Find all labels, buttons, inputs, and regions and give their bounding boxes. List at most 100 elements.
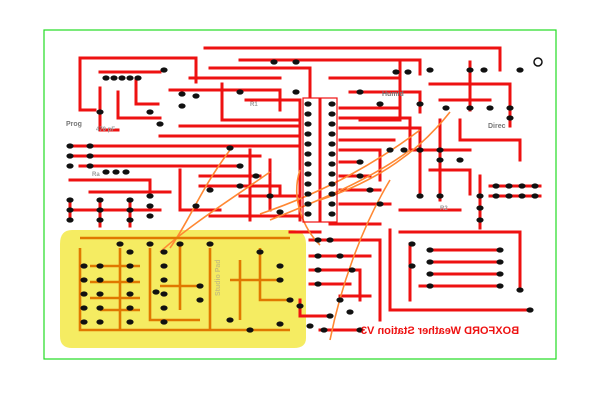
label-humid: Humid [382, 91, 404, 98]
board-title: BOXFORD Weather Station V3 [361, 325, 519, 337]
pad [160, 249, 168, 255]
pad [126, 305, 134, 311]
ic-footprint [302, 97, 338, 223]
pad [96, 109, 104, 115]
pad [356, 159, 364, 165]
pad [304, 171, 312, 177]
board-outline [43, 29, 557, 360]
pad [531, 183, 539, 189]
pad [436, 193, 444, 199]
pad [266, 193, 274, 199]
pad [531, 193, 539, 199]
pad [206, 241, 214, 247]
pad [80, 305, 88, 311]
pad [480, 67, 488, 73]
pad [66, 207, 74, 213]
pad [304, 181, 312, 187]
highlight-region [60, 230, 306, 348]
pad [404, 69, 412, 75]
pad [304, 141, 312, 147]
pad [505, 183, 513, 189]
pad [442, 105, 450, 111]
pad [426, 283, 434, 289]
pad [526, 307, 534, 313]
pad [236, 89, 244, 95]
pad [466, 67, 474, 73]
pad [314, 267, 322, 273]
pad [328, 151, 336, 157]
pad [122, 169, 130, 175]
pad [146, 109, 154, 115]
pad [328, 121, 336, 127]
pad [126, 207, 134, 213]
pad [96, 291, 104, 297]
pad [492, 193, 500, 199]
pad [178, 91, 186, 97]
pad [328, 171, 336, 177]
pad [276, 209, 284, 215]
pad [160, 263, 168, 269]
pad [276, 277, 284, 283]
pad [304, 121, 312, 127]
pad [436, 147, 444, 153]
pad [496, 259, 504, 265]
pad [86, 143, 94, 149]
pad [304, 161, 312, 167]
pad [126, 249, 134, 255]
pad [326, 237, 334, 243]
pad [408, 263, 416, 269]
pad [86, 163, 94, 169]
pad [518, 183, 526, 189]
pad [66, 217, 74, 223]
pad [110, 75, 118, 81]
pad [192, 93, 200, 99]
pad [356, 89, 364, 95]
pad [506, 105, 514, 111]
pad [196, 283, 204, 289]
pad [112, 169, 120, 175]
pad [408, 241, 416, 247]
pad [416, 147, 424, 153]
pad [486, 105, 494, 111]
pad [146, 203, 154, 209]
pad [476, 193, 484, 199]
pad [346, 309, 354, 315]
label-prog: Prog [66, 121, 82, 128]
pad [505, 193, 513, 199]
pad [456, 157, 464, 163]
pad [314, 253, 322, 259]
pad [292, 59, 300, 65]
pad [80, 319, 88, 325]
pad [160, 67, 168, 73]
pad [366, 187, 374, 193]
pad [270, 59, 278, 65]
pad [328, 111, 336, 117]
pad [160, 291, 168, 297]
pad [146, 193, 154, 199]
pad [516, 287, 524, 293]
pad [326, 313, 334, 319]
pad [336, 253, 344, 259]
pad [80, 277, 88, 283]
pad [246, 327, 254, 333]
pad [126, 277, 134, 283]
pad [226, 317, 234, 323]
pad [96, 197, 104, 203]
pad [226, 145, 234, 151]
pad [328, 141, 336, 147]
pad [400, 147, 408, 153]
pad [192, 203, 200, 209]
pad [102, 75, 110, 81]
component-pads [66, 59, 539, 333]
pad [328, 131, 336, 137]
pad [386, 147, 394, 153]
pad [126, 75, 134, 81]
pad [304, 111, 312, 117]
pad [102, 169, 110, 175]
copper-traces [68, 46, 542, 332]
pad [314, 237, 322, 243]
pad [348, 267, 356, 273]
pad [66, 153, 74, 159]
